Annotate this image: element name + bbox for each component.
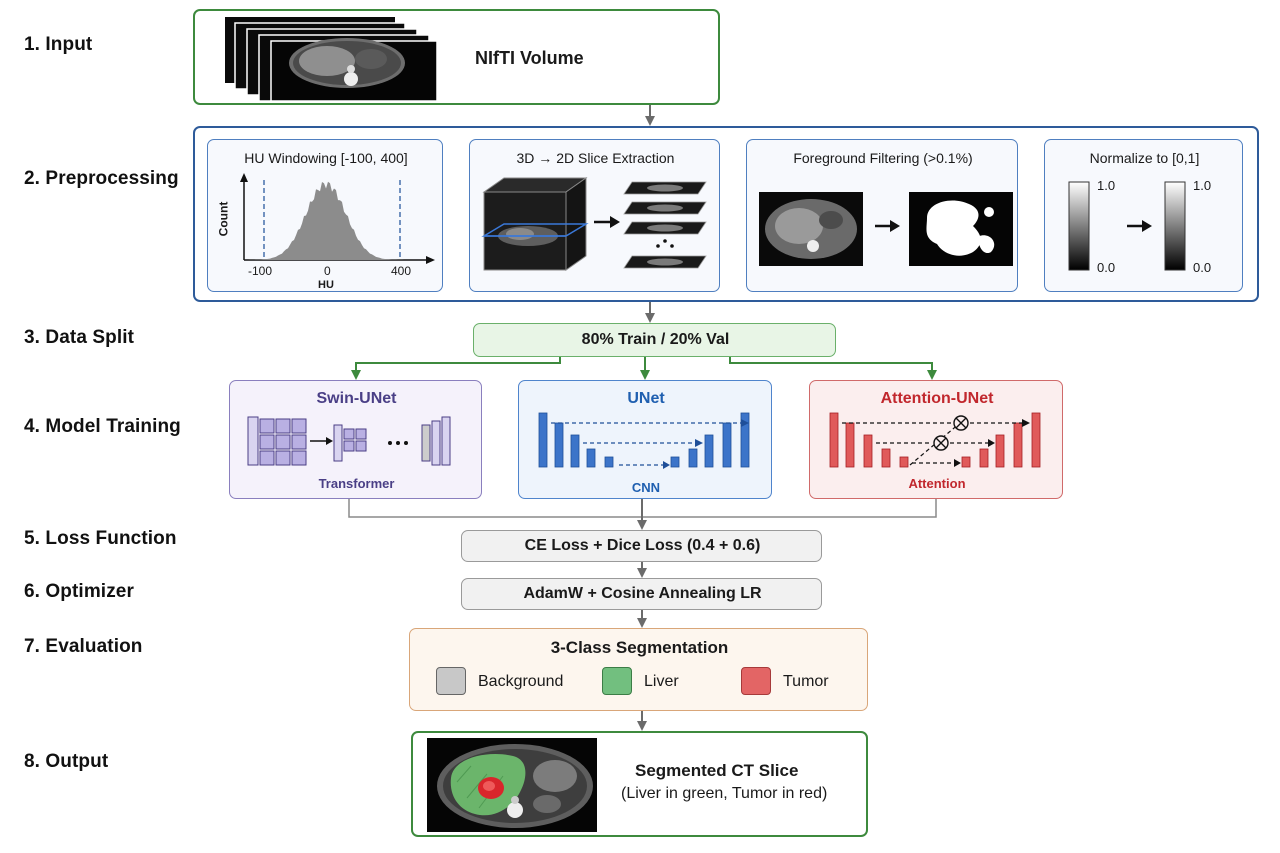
loss-function-label: CE Loss + Dice Loss (0.4 + 0.6) [524, 537, 761, 554]
legend-swatch-tumor [741, 667, 771, 695]
swin-unet-title: Swin-UNet [316, 390, 397, 407]
foreground-filtering-title: Foreground Filtering (>0.1%) [793, 150, 973, 166]
unet-panel: UNet CNN [518, 380, 772, 499]
hu-tick-0: 0 [324, 264, 331, 278]
step-label-optimizer: 6. Optimizer [24, 581, 134, 602]
normalize-title: Normalize to [0,1] [1089, 150, 1200, 166]
evaluation-title: 3-Class Segmentation [550, 638, 729, 657]
volume-to-slices-graphic [481, 177, 707, 271]
evaluation-box: 3-Class Segmentation Background Liver Tu… [409, 628, 868, 711]
hu-windowing-panel: HU Windowing [-100, 400] Count -100 0 40… [207, 139, 443, 292]
slice-extraction-panel: 3D → 2D Slice Extraction [469, 139, 720, 292]
swin-unet-caption: Transformer [318, 476, 395, 491]
attention-unet-title: Attention-UNet [880, 390, 994, 407]
foreground-filtering-panel: Foreground Filtering (>0.1%) [746, 139, 1018, 292]
swin-unet-panel: Swin-UNet Transformer [229, 380, 482, 499]
hu-tick-400: 400 [391, 264, 412, 278]
hu-ylabel: Count [216, 201, 231, 237]
step-label-preprocessing: 2. Preprocessing [24, 168, 179, 189]
hu-xlabel: HU [318, 279, 334, 291]
hu-tick-neg100: -100 [248, 264, 273, 278]
step-label-data-split: 3. Data Split [24, 327, 135, 348]
foreground-mask-graphic [759, 192, 1013, 266]
unet-title: UNet [627, 390, 665, 407]
normalize-panel: Normalize to [0,1] 1.0 0.0 1.0 0.0 [1044, 139, 1243, 292]
normalize-right-bottom: 0.0 [1193, 260, 1212, 275]
unet-caption: CNN [631, 480, 661, 495]
attention-unet-panel: Attention-UNet Attention [809, 380, 1063, 499]
normalize-gradient-bars [1068, 181, 1186, 271]
step-label-evaluation: 7. Evaluation [24, 636, 143, 657]
normalize-left-top: 1.0 [1097, 178, 1116, 193]
data-split-box: 80% Train / 20% Val [473, 323, 836, 357]
normalize-left-bottom: 0.0 [1097, 260, 1116, 275]
legend-label-tumor: Tumor [783, 673, 829, 690]
step-label-model-training: 4. Model Training [24, 416, 181, 437]
input-box: NIfTI Volume [193, 9, 720, 105]
step-label-input: 1. Input [24, 34, 93, 55]
loss-function-box: CE Loss + Dice Loss (0.4 + 0.6) [461, 530, 822, 562]
input-volume-label: NIfTI Volume [475, 48, 584, 68]
legend-swatch-liver [602, 667, 632, 695]
attention-unet-caption: Attention [908, 476, 966, 491]
hu-histogram [240, 173, 435, 264]
slice-extraction-title: 3D → 2D Slice Extraction [516, 150, 675, 166]
data-split-label: 80% Train / 20% Val [581, 331, 730, 348]
output-subtitle: (Liver in green, Tumor in red) [621, 785, 828, 802]
legend-swatch-background [436, 667, 466, 695]
optimizer-label: AdamW + Cosine Annealing LR [523, 585, 762, 602]
output-box: Segmented CT Slice (Liver in green, Tumo… [411, 731, 868, 837]
segmented-ct-slice-image [427, 738, 597, 832]
optimizer-box: AdamW + Cosine Annealing LR [461, 578, 822, 610]
attention-unet-architecture-icon [829, 412, 1041, 468]
unet-architecture-icon [538, 412, 750, 469]
legend-label-background: Background [478, 673, 564, 690]
ct-volume-stack-icon [225, 17, 438, 102]
step-label-loss-function: 5. Loss Function [24, 528, 177, 549]
output-title: Segmented CT Slice [635, 761, 799, 780]
legend-label-liver: Liver [644, 673, 679, 690]
normalize-right-top: 1.0 [1193, 178, 1212, 193]
hu-windowing-title: HU Windowing [-100, 400] [244, 150, 408, 166]
step-label-output: 8. Output [24, 751, 109, 772]
swin-transformer-blocks-icon [247, 416, 451, 466]
